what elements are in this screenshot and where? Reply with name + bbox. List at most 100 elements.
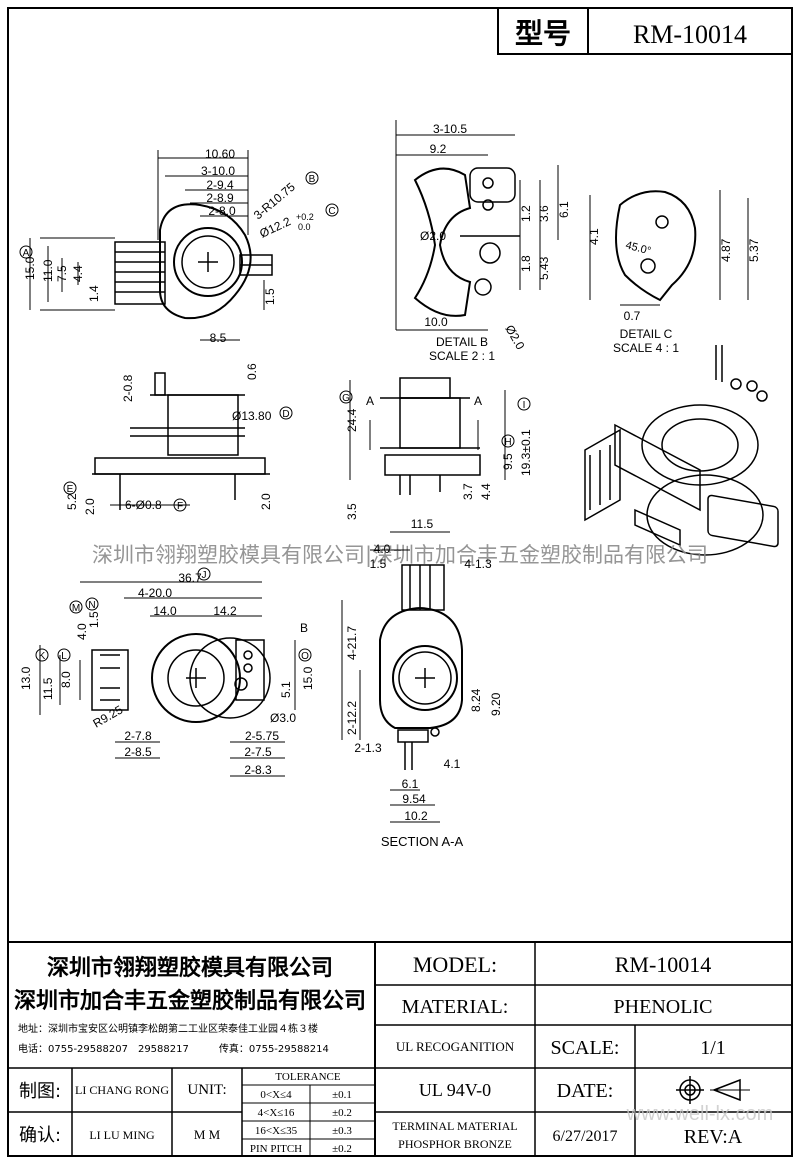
dim-45-deg: 45.0° [624,239,652,257]
dim-8-24: 8.24 [469,688,483,712]
dim-2-7-5: 2-7.5 [244,745,272,759]
tb-terminal-label: TERMINAL MATERIAL [392,1119,517,1133]
dim-1-5-s: 1.5 [370,557,387,571]
dim-3-10-0: 3-10.0 [201,164,235,178]
dim-11-0: 11.0 [41,259,55,282]
dim-2-8-3: 2-8.3 [244,763,272,777]
dim-4-4: 4.4 [71,265,85,282]
dim-6-1: 6.1 [557,201,571,218]
dim-4-0: 4.0 [75,623,89,640]
label-e: E [67,484,74,495]
dim-4-87: 4.87 [719,238,733,262]
label-o: O [301,651,309,662]
tb-date-label: DATE: [557,1080,614,1102]
dim-10-0: 10.0 [424,315,448,329]
label-g: G [342,393,350,404]
label-i: I [523,400,526,411]
section-title: SECTION A-A [381,834,464,849]
tb-unit-label: UNIT: [187,1082,226,1098]
dim-2-8-5: 2-8.5 [124,745,152,759]
dim-10-60: 10.60 [205,147,235,161]
tb-material-value: PHENOLIC [614,996,713,1018]
dim-tol-zero: 0.0 [298,222,311,232]
dim-8-0: 8.0 [59,671,73,688]
detail-b-scale: SCALE 2 : 1 [429,349,495,363]
label-h: H [504,437,511,448]
dim-6-dia-0-8: 6-Ø0.8 [125,498,162,512]
tb-model-value: RM-10014 [615,952,712,977]
dim-1-2: 1.2 [519,205,533,222]
dim-5-1: 5.1 [279,681,293,698]
dim-4-0-s: 4.0 [374,542,391,556]
dim-5-43: 5.43 [537,256,551,280]
tb-drawn-by: LI CHANG RONG [75,1083,169,1097]
dim-2-12-2: 2-12.2 [345,701,359,735]
dim-3-7: 3.7 [461,483,475,500]
tol-range-4: PIN PITCH [250,1143,302,1155]
dim-1-8: 1.8 [519,255,533,272]
label-k: K [39,651,46,662]
section-a-left: A [366,394,374,408]
tb-drawn-label: 制图: [19,1081,61,1102]
dim-r10-75: 3-R10.75 [251,180,298,223]
dim-1-5: 1.5 [263,288,277,305]
label-m: M [72,603,80,614]
title-block: 深圳市翎翔塑胶模具有限公司 深圳市加合丰五金塑胶制品有限公司 地址：深圳市宝安区… [8,941,792,1156]
dim-2-8-0: 2-8.0 [208,204,236,218]
dim-13-0: 13.0 [19,666,33,690]
dim-4-20-0: 4-20.0 [138,586,172,600]
company-address: 地址：深圳市宝安区公明镇李松朗第二工业区荣泰佳工业园４栋３楼 [18,1022,318,1035]
dim-6-1-s: 6.1 [402,777,419,791]
dim-5-37: 5.37 [747,238,761,262]
top-view: 10.60 3-10.0 2-9.4 2-8.9 2-8.0 3-R10.75 … [19,147,339,345]
watermark-site: www.well-lx.com [626,1103,774,1125]
label-a: A [23,248,30,259]
tol-value-2: ±0.2 [332,1107,352,1119]
side-view: 24.4 19.3±0.1 9.5 3.5 3.7 4.4 A A G H I [339,377,533,520]
dim-19-3: 19.3±0.1 [519,429,533,476]
dim-3-6: 3.6 [537,205,551,222]
tol-range-1: 0<X≤4 [260,1089,292,1101]
company-phone: 电话：0755-29588207 29588217 传真：0755-295882… [18,1042,329,1055]
label-f: F [177,501,183,512]
dim-11-5: 11.5 [41,677,55,700]
dim-4-21-7: 4-21.7 [345,626,359,660]
detail-b-title: DETAIL B [436,335,488,349]
tb-scale-value: 1/1 [700,1037,726,1059]
dim-7-5: 7.5 [55,265,69,282]
dim-2-8-9: 2-8.9 [206,191,234,205]
dim-0-6: 0.6 [245,363,259,380]
tol-range-3: 16<X≤35 [255,1125,298,1137]
tol-value-3: ±0.3 [332,1125,352,1137]
dim-14-0: 14.0 [153,604,177,618]
label-d: D [282,409,289,420]
tb-rev: REV:A [684,1126,743,1148]
drawing-border [7,7,793,1157]
dim-8-5: 8.5 [210,331,227,345]
tb-unit-value: M M [194,1127,221,1142]
detail-b-view: 3-10.5 9.2 1.2 3.6 6.1 Ø2.0 1.8 5.43 10.… [395,120,571,363]
dim-4-1-s: 4.1 [444,757,461,771]
tb-checked-label: 确认: [19,1125,61,1146]
detail-c-title: DETAIL C [620,327,673,341]
dim-2-0-front: 2.0 [83,498,97,515]
dim-2-5-75: 2-5.75 [245,729,279,743]
dim-0-7: 0.7 [624,309,641,323]
header-box: 型号 RM-10014 [497,7,793,55]
tb-ul-value: UL 94V-0 [419,1080,491,1100]
dim-3-10-5: 3-10.5 [433,122,467,136]
dim-dia-13-80: Ø13.80 [232,409,272,423]
dim-9-2: 9.2 [430,142,447,156]
header-model-label: 型号 [515,17,571,50]
label-l: L [61,651,67,662]
dim-2-1-3: 2-1.3 [354,741,382,755]
dim-2-9-4: 2-9.4 [206,178,234,192]
tol-value-4: ±0.2 [332,1143,352,1155]
bottom-view: 36.7 4-20.0 14.0 14.2 4.0 1.5 13.0 11.5 … [19,567,315,777]
dim-11-5-s: 11.5 [411,517,434,531]
dim-15-0: 15.0 [23,256,37,280]
dim-9-20: 9.20 [489,692,503,716]
dim-b-dia-2-0-low: Ø2.0 [502,323,527,353]
dim-15-0-b: 15.0 [301,666,315,690]
